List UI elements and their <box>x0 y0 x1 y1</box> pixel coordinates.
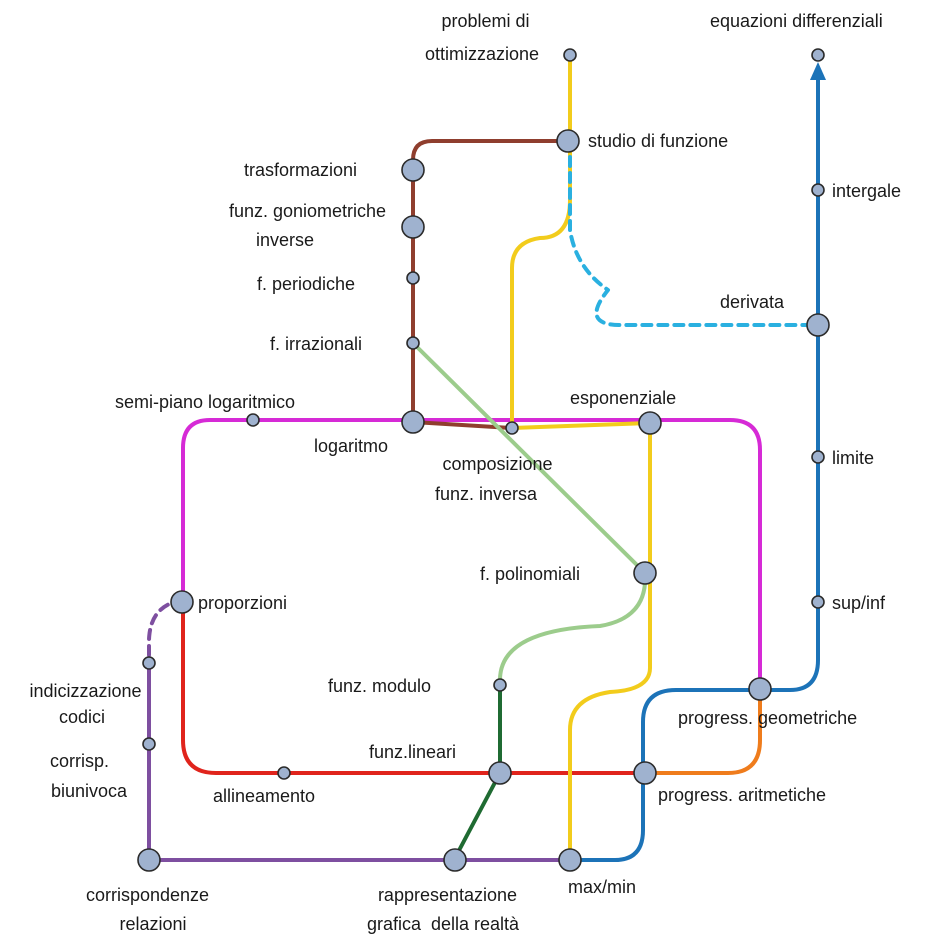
orange-line <box>643 698 762 775</box>
station-studio-di-funzione[interactable] <box>556 129 580 153</box>
label-equazioni-differenziali: equazioni differenziali <box>710 11 883 31</box>
station-funz-lineari[interactable] <box>488 761 512 785</box>
station-progress-geometriche[interactable] <box>748 677 772 701</box>
label-rappresentazione-grafica: rappresentazione grafica della realtà <box>367 885 522 934</box>
label-allineamento: allineamento <box>213 786 315 806</box>
label-esponenziale: esponenziale <box>570 388 676 408</box>
label-trasformazioni: trasformazioni <box>244 160 357 180</box>
label-sup-inf: sup/inf <box>832 593 886 613</box>
label-corrisp-biunivoca: corrisp. biunivoca <box>50 751 128 801</box>
label-intergale: intergale <box>832 181 901 201</box>
label-studio-di-funzione: studio di funzione <box>588 131 728 151</box>
station-sup-inf[interactable] <box>811 595 825 609</box>
label-corrispondenze-relazioni: corrispondenze relazioni <box>86 885 214 934</box>
label-funz-modulo: funz. modulo <box>328 676 431 696</box>
light-blue-dashed-line <box>568 139 820 327</box>
magenta-line <box>181 418 762 702</box>
station-intergale[interactable] <box>811 183 825 197</box>
label-f-irrazionali: f. irrazionali <box>270 334 362 354</box>
label-max-min: max/min <box>568 877 636 897</box>
label-f-periodiche: f. periodiche <box>257 274 355 294</box>
label-proporzioni: proporzioni <box>198 593 287 613</box>
station-rappresentazione-grafica[interactable] <box>443 848 467 872</box>
light-green-line <box>411 341 648 692</box>
station-f-periodiche[interactable] <box>406 271 420 285</box>
label-problemi-ottimizzazione: problemi di ottimizzazione <box>425 11 539 64</box>
label-f-polinomiali: f. polinomiali <box>480 564 580 584</box>
station-derivata[interactable] <box>806 313 830 337</box>
label-progress-aritmetiche: progress. aritmetiche <box>658 785 826 805</box>
station-allineamento[interactable] <box>277 766 291 780</box>
station-equazioni-differenziali[interactable] <box>811 48 825 62</box>
station-limite[interactable] <box>811 450 825 464</box>
red-line <box>181 598 647 775</box>
brown-line <box>411 139 570 430</box>
station-proporzioni[interactable] <box>170 590 194 614</box>
station-funz-goniometriche-inverse[interactable] <box>401 215 425 239</box>
label-composizione-funz-inversa: composizione funz. inversa <box>435 454 558 504</box>
blue-line <box>568 78 820 862</box>
station-logaritmo[interactable] <box>401 410 425 434</box>
station-funz-modulo[interactable] <box>493 678 507 692</box>
station-problemi-ottimizzazione[interactable] <box>563 48 577 62</box>
station-f-irrazionali[interactable] <box>406 336 420 350</box>
station-progress-aritmetiche[interactable] <box>633 761 657 785</box>
label-funz-goniometriche-inverse: funz. goniometriche inverse <box>229 201 391 250</box>
label-progress-geometriche: progress. geometriche <box>678 708 857 728</box>
station-semi-piano-logaritmico[interactable] <box>246 413 260 427</box>
label-derivata: derivata <box>720 292 785 312</box>
label-funz-lineari: funz.lineari <box>369 742 456 762</box>
station-corrisp-biunivoca[interactable] <box>142 737 156 751</box>
station-composizione-funz-inversa[interactable] <box>505 421 519 435</box>
arrow-head-icon <box>810 62 826 80</box>
label-indicizzazione-codici: indicizzazione codici <box>29 681 146 727</box>
station-esponenziale[interactable] <box>638 411 662 435</box>
station-f-polinomiali[interactable] <box>633 561 657 585</box>
station-indicizzazione-codici[interactable] <box>142 656 156 670</box>
station-trasformazioni[interactable] <box>401 158 425 182</box>
station-max-min[interactable] <box>558 848 582 872</box>
label-semi-piano-logaritmico: semi-piano logaritmico <box>115 392 295 412</box>
station-corrispondenze-relazioni[interactable] <box>137 848 161 872</box>
label-limite: limite <box>832 448 874 468</box>
label-logaritmo: logaritmo <box>314 436 388 456</box>
